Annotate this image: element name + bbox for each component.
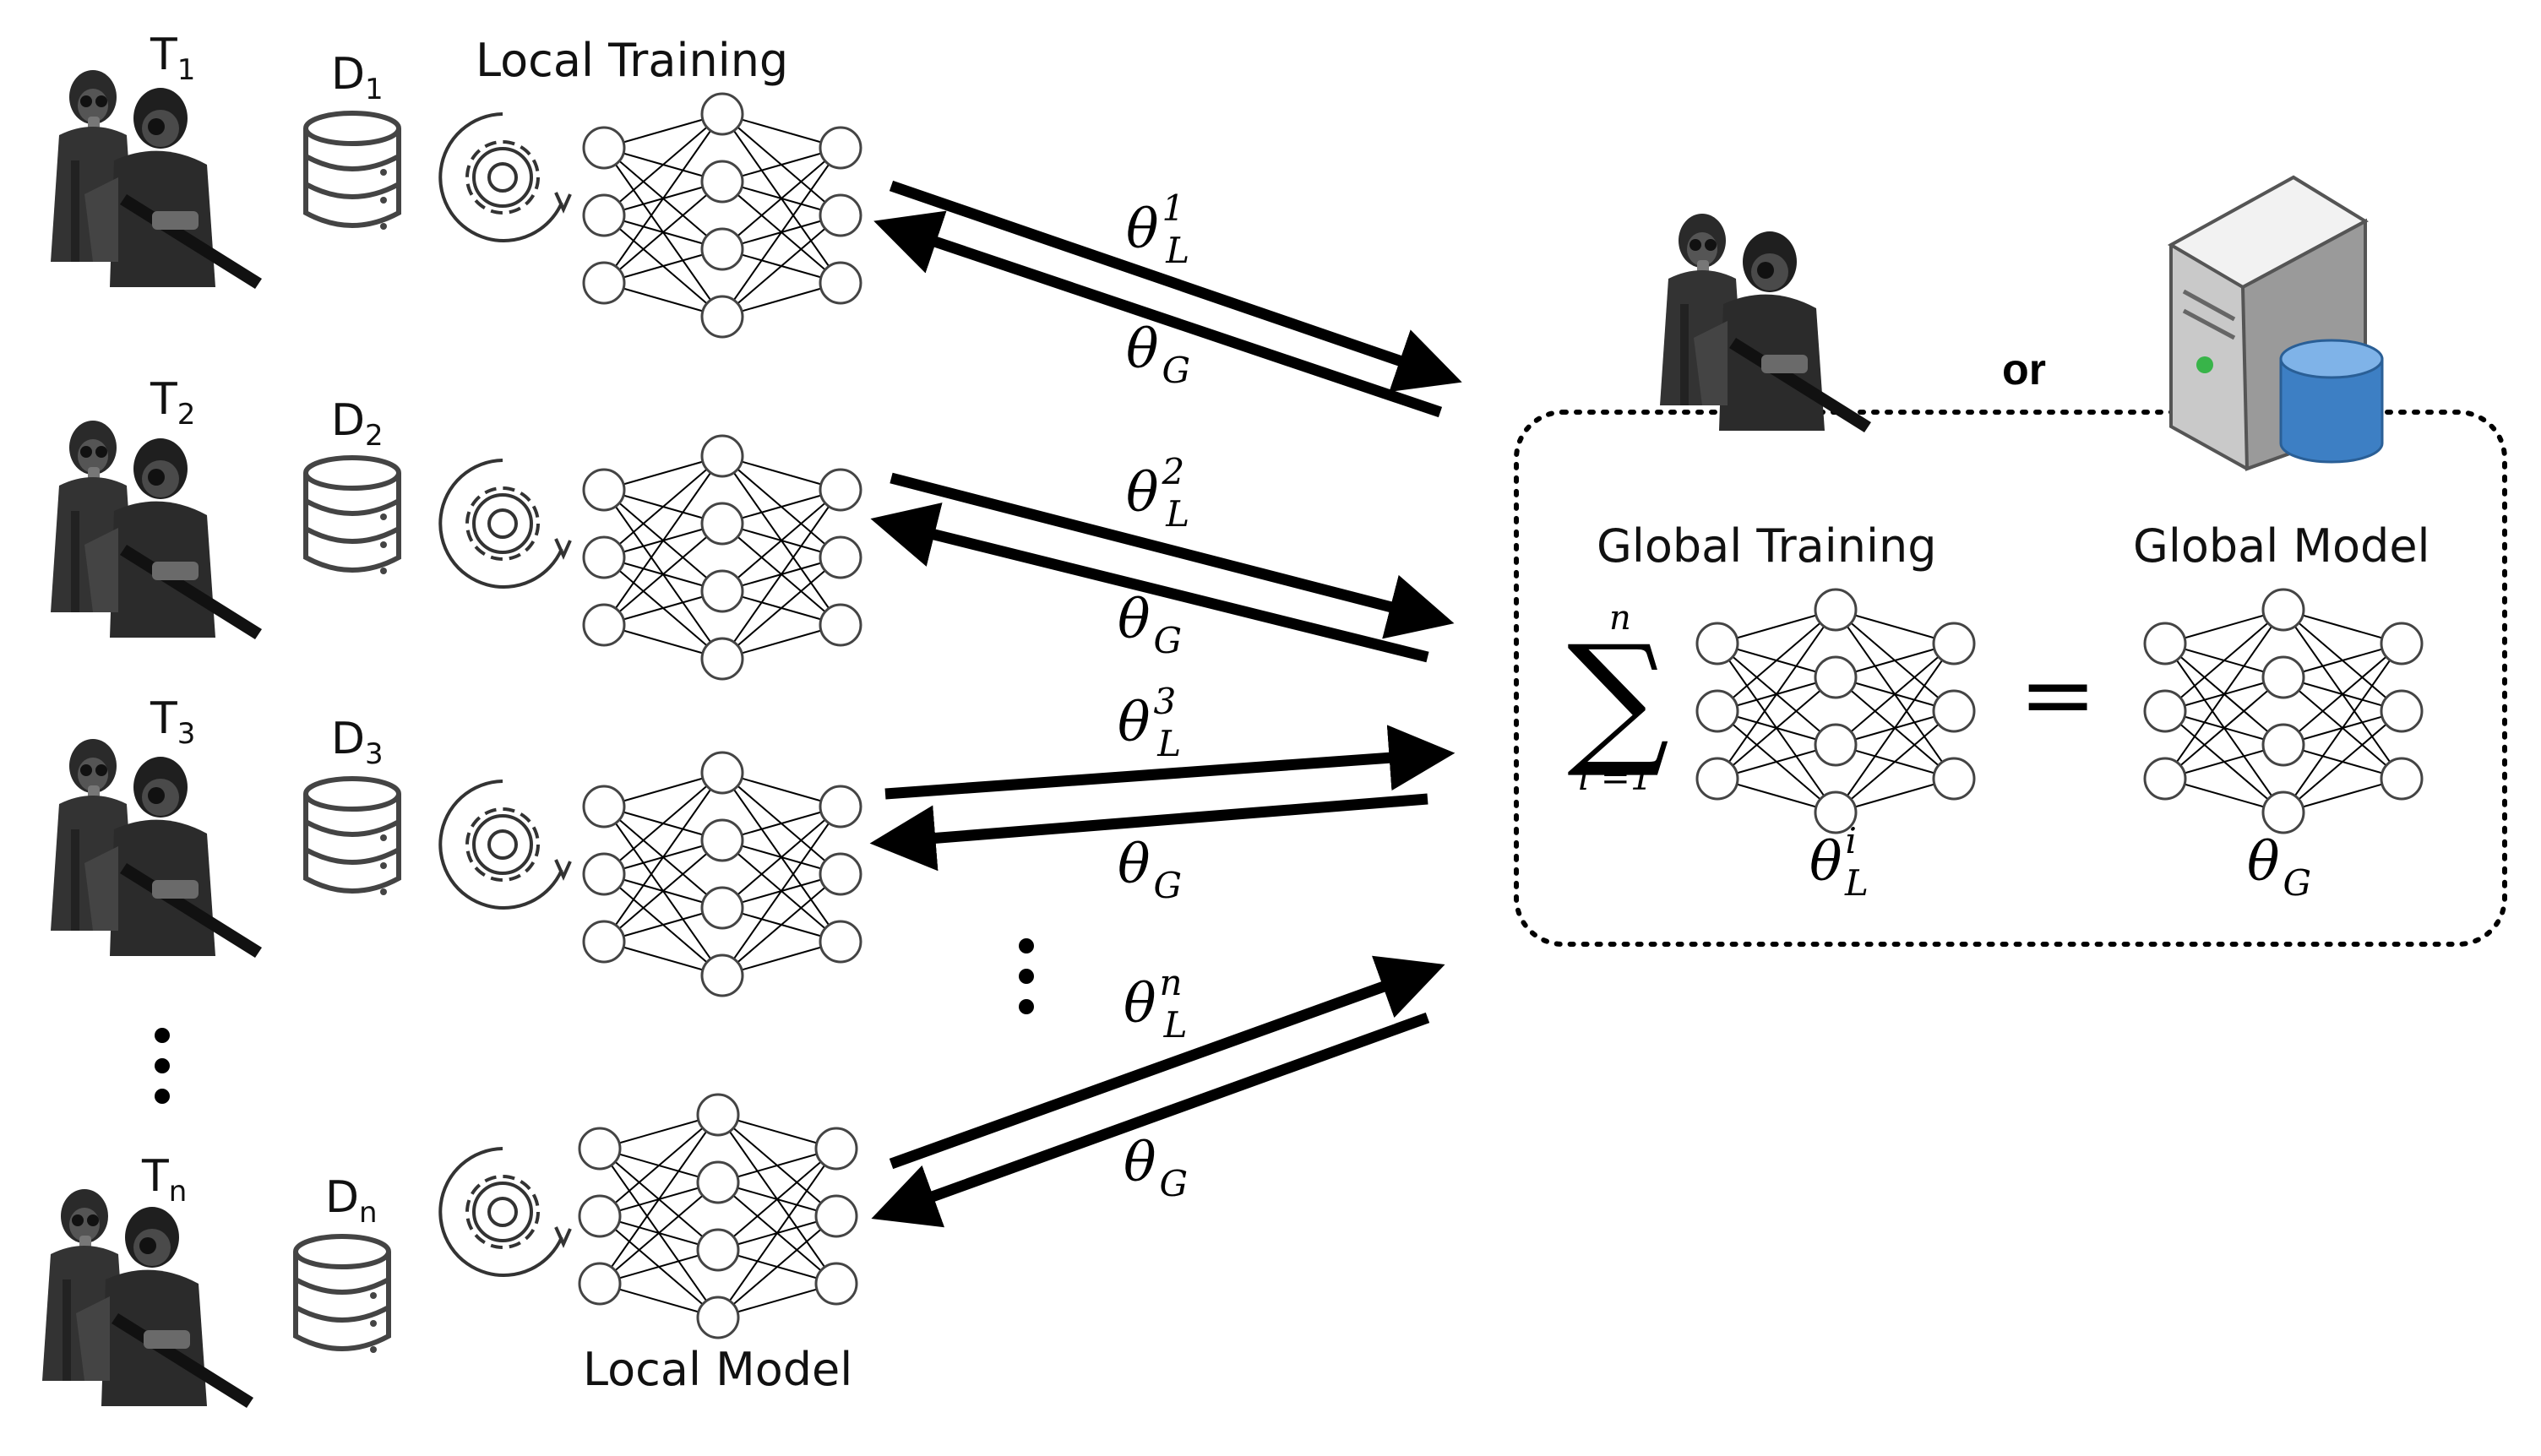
download-arrow-2	[870, 503, 1429, 663]
or-label: or	[2002, 345, 2046, 394]
status-led	[2196, 356, 2213, 373]
local-model-label: Local Model	[583, 1343, 852, 1396]
exchange-arrows	[869, 180, 1462, 1228]
soldier-icon	[42, 1189, 253, 1408]
global-training-label: Global Training	[1597, 519, 1937, 573]
client-1-t: T1	[150, 30, 195, 87]
local-training-label: Local Training	[476, 34, 788, 87]
svg-text:∑: ∑	[1567, 615, 1669, 782]
database-cylinder-icon	[2279, 357, 2384, 464]
global-model-label: Global Model	[2133, 519, 2430, 573]
theta-global: θG	[2247, 831, 2311, 904]
client-n: Tn Dn	[42, 1147, 572, 1408]
theta-global-2: θG	[1118, 589, 1182, 661]
client-3-t: T3	[150, 693, 195, 751]
download-arrow-n	[871, 1012, 1430, 1228]
theta-global-n: θG	[1124, 1132, 1188, 1204]
global-aggregation-box	[1514, 410, 2507, 947]
upload-arrow-1	[889, 180, 1462, 393]
global-training-network	[1695, 588, 1976, 834]
client-3: T3 D3	[51, 693, 572, 958]
summation-symbol: ∑ n i =1	[1567, 599, 1669, 798]
upload-arrow-3	[884, 725, 1455, 800]
neural-networks	[578, 92, 2424, 1339]
database-icon	[306, 458, 399, 574]
gear-cycle-icon	[438, 780, 572, 910]
local-network-3	[582, 751, 862, 997]
global-model-network	[2143, 588, 2424, 834]
gear-cycle-icon	[438, 112, 572, 242]
database-icon	[306, 113, 399, 230]
upload-arrow-2	[890, 472, 1455, 639]
client-1: T1 D1	[51, 30, 572, 289]
local-network-1	[582, 92, 862, 339]
client-2-d: D2	[331, 395, 384, 453]
client-3-d: D3	[331, 714, 384, 771]
server-icon	[2167, 175, 2384, 471]
theta-global-1: θG	[1126, 318, 1190, 391]
theta-global-3: θG	[1118, 834, 1182, 906]
client-n-t: Tn	[141, 1151, 187, 1209]
gear-cycle-icon	[438, 459, 572, 589]
equals-sign: =	[2019, 640, 2097, 748]
soldier-server-icon	[1660, 214, 1871, 432]
soldier-icon	[51, 70, 262, 289]
client-2: T2 D2	[51, 374, 572, 639]
download-arrow-1	[873, 210, 1443, 418]
clients-ellipsis	[155, 1028, 170, 1104]
client-2-t: T2	[150, 374, 195, 432]
client-1-d: D1	[331, 49, 384, 106]
database-icon	[306, 779, 399, 895]
gear-cycle-icon	[438, 1147, 572, 1277]
database-icon	[296, 1236, 389, 1353]
local-network-2	[582, 434, 862, 681]
soldier-icon	[51, 739, 262, 958]
upload-arrow-n	[889, 955, 1445, 1170]
sum-lower-limit: i =1	[1578, 757, 1653, 798]
sum-upper-limit: n	[1609, 599, 1631, 638]
download-arrow-3	[869, 793, 1428, 872]
soldier-icon	[51, 421, 262, 639]
client-n-d: Dn	[325, 1172, 378, 1230]
local-network-n	[578, 1093, 858, 1339]
